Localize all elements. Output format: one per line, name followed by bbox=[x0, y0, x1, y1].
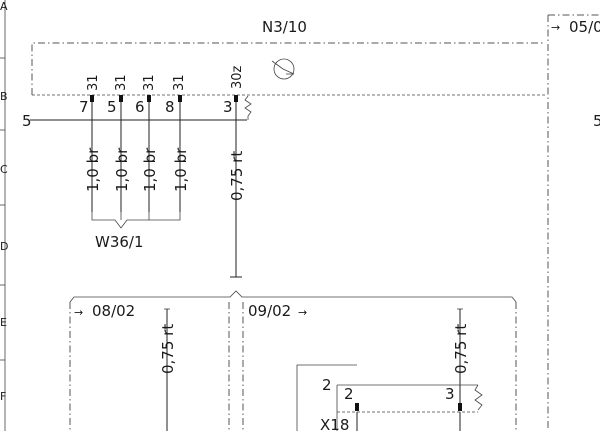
grid-row-d: D bbox=[0, 240, 8, 253]
pin-group: 31 7 1,0 br bbox=[79, 74, 102, 212]
pin-cavity: 3 bbox=[223, 98, 233, 116]
pin-number: 31 bbox=[142, 74, 157, 91]
grid-row-a: A bbox=[0, 0, 8, 13]
pin-cavity: 6 bbox=[135, 98, 145, 116]
grid-row-e: E bbox=[0, 316, 7, 329]
pin-number: 31 bbox=[114, 74, 129, 91]
left-section-page-ref: 08/02 bbox=[92, 302, 135, 320]
pin-number: 31 bbox=[172, 74, 187, 91]
pin-group: 31 8 1,0 br bbox=[165, 74, 190, 212]
connector-label: X18 bbox=[320, 416, 349, 431]
pin-group: 30z 3 0,75 rt bbox=[223, 65, 246, 278]
pin-group: 31 5 1,0 br bbox=[107, 74, 131, 212]
grid-row-c: C bbox=[0, 163, 8, 176]
right-section-arrow: → bbox=[298, 306, 307, 319]
break-zigzag bbox=[244, 95, 252, 120]
right-edge-ref: 5 bbox=[593, 112, 600, 130]
harness-w36-1: W36/1 bbox=[91, 212, 181, 251]
lower-sections: → 08/02 09/02 → 0,75 rt 0,75 rt bbox=[69, 290, 517, 431]
grid-margin: A B C D E F bbox=[0, 0, 8, 431]
module-label: N3/10 bbox=[262, 18, 307, 36]
module-n3-10: N3/10 5 bbox=[22, 18, 545, 130]
connector-pin-inner: 2 bbox=[344, 385, 354, 403]
wire-label: 1,0 br bbox=[172, 147, 190, 192]
pin-group: 31 6 1,0 br bbox=[135, 74, 159, 212]
wire-label: 1,0 br bbox=[84, 147, 102, 192]
grid-row-f: F bbox=[0, 390, 6, 403]
right-section-page-ref: 09/02 bbox=[248, 302, 291, 320]
connector-break-zigzag bbox=[474, 384, 483, 411]
top-right-page-ref-arrow: → bbox=[551, 21, 560, 34]
grid-row-b: B bbox=[0, 90, 8, 103]
wire-label: 1,0 br bbox=[141, 147, 159, 192]
pin-number: 31 bbox=[86, 74, 101, 91]
pin-cavity: 5 bbox=[107, 98, 117, 116]
pin-cavity: 7 bbox=[79, 98, 89, 116]
pin-number: 30z bbox=[230, 65, 245, 89]
wire-label: 0,75 rt bbox=[159, 324, 177, 374]
connector-pin-outer: 2 bbox=[322, 376, 332, 394]
wire-label: 1,0 br bbox=[113, 147, 131, 192]
ground-symbol-icon bbox=[271, 58, 295, 80]
left-section-arrow: → bbox=[74, 306, 83, 319]
top-right-page-ref: 05/0 bbox=[569, 18, 600, 36]
module-left-ref: 5 bbox=[22, 112, 32, 130]
pin-cavity: 8 bbox=[165, 98, 175, 116]
wire-label: 0,75 rt bbox=[228, 151, 246, 201]
connector-x18: 2 2 3 X18 bbox=[296, 364, 483, 431]
wire-label: 0,75 rt bbox=[452, 324, 470, 374]
harness-label: W36/1 bbox=[95, 233, 144, 251]
right-boundary: → 05/0 5 bbox=[547, 14, 600, 431]
connector-pin-right: 3 bbox=[445, 385, 455, 403]
